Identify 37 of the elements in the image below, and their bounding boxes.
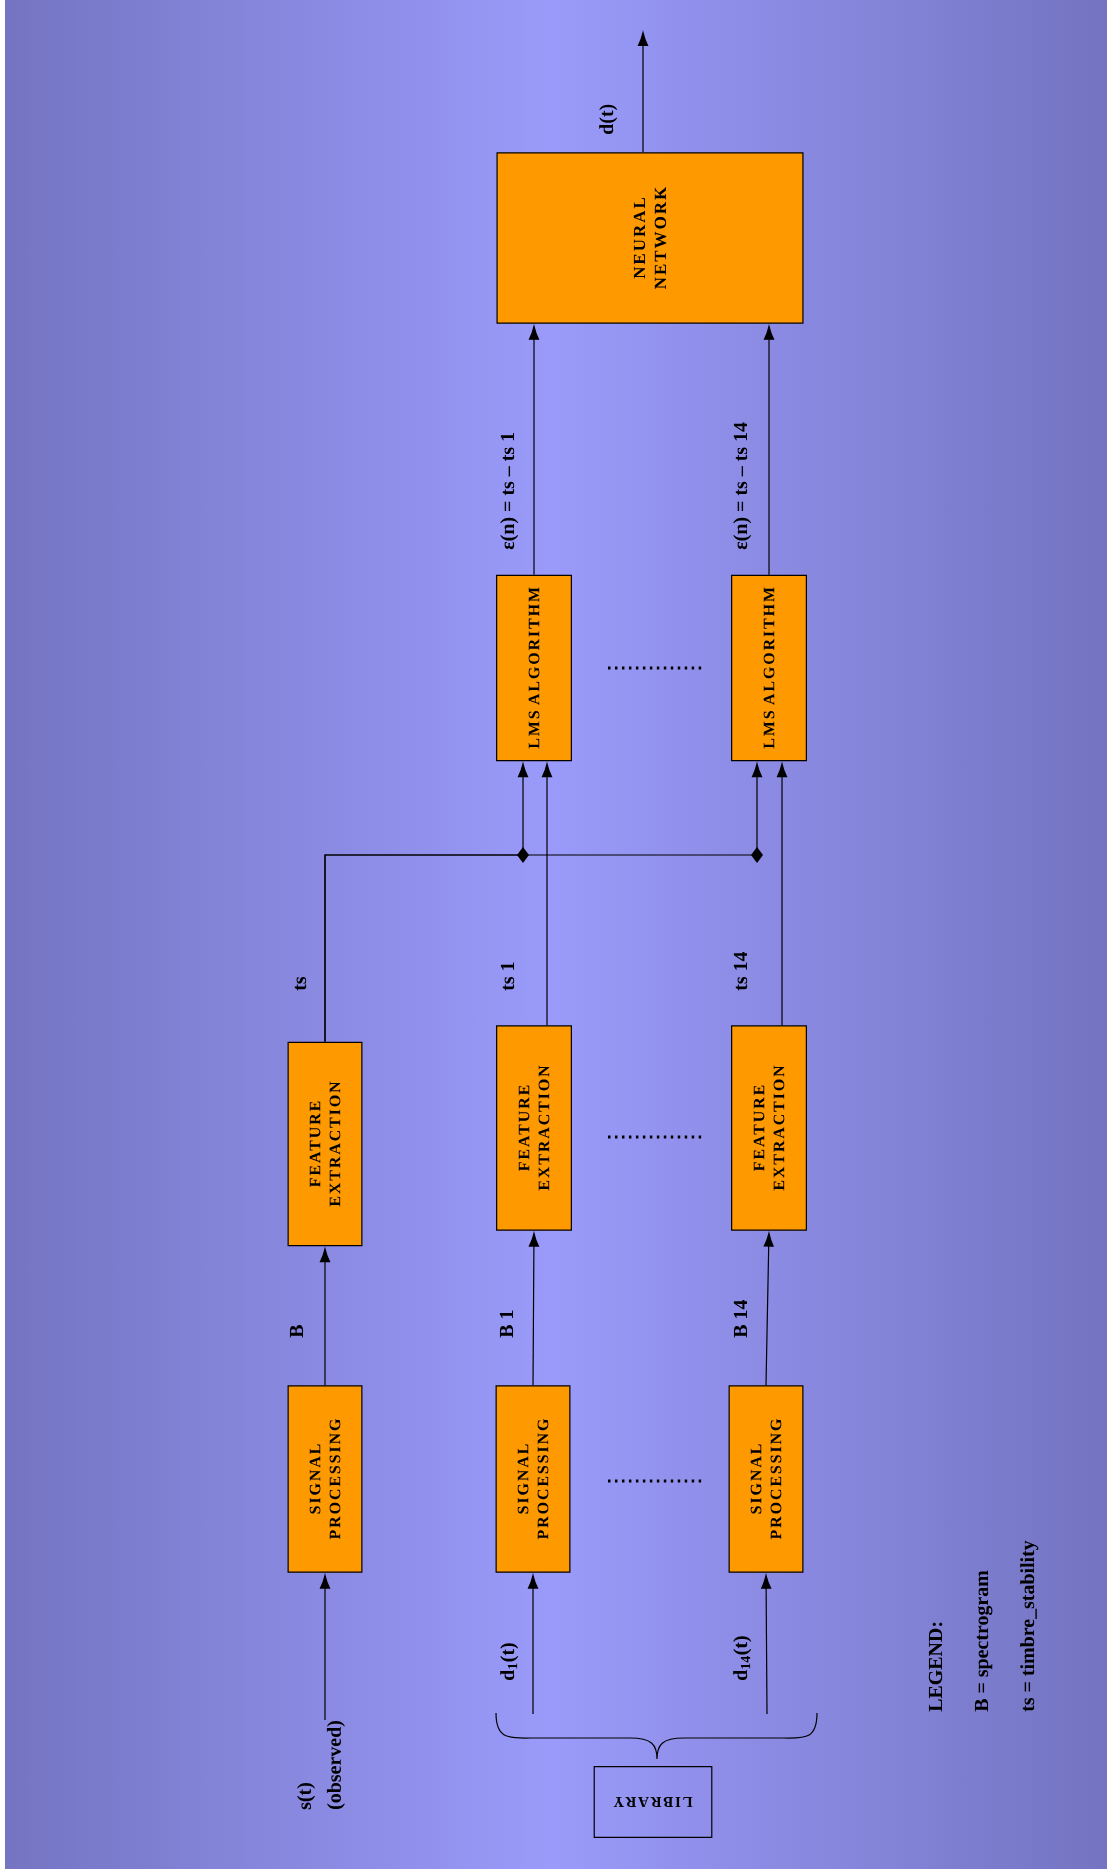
arrow: [319, 1574, 331, 1721]
process-box: LMS ALGORITHM: [731, 574, 807, 762]
edge-label: B 1: [499, 1310, 514, 1338]
arrow: [776, 763, 788, 1026]
edge-label: d(t): [599, 104, 618, 134]
legend-title: LEGEND:: [928, 1622, 943, 1712]
process-box: LMS ALGORITHM: [496, 574, 572, 762]
edge-label: ε(n) = ts – ts 14: [733, 422, 752, 550]
arrow: [761, 1574, 772, 1715]
process-box: SIGNAL PROCESSING: [728, 1385, 804, 1573]
legend-entry: ts = timbre_stability: [1020, 1540, 1039, 1712]
signal-label: s(t) (observed): [297, 1721, 345, 1810]
arrow: [763, 325, 775, 576]
edge-label: ts: [294, 976, 307, 991]
arrow: [528, 325, 540, 576]
edge-label: ts 1: [500, 962, 515, 991]
process-box: FEATURE EXTRACTION: [731, 1025, 807, 1231]
process-box: SIGNAL PROCESSING: [495, 1385, 571, 1573]
arrow: [324, 763, 763, 1043]
edge-label: d$_{14}$(t): [733, 1636, 752, 1680]
edge-label: ε(n) = ts – ts 1: [500, 433, 519, 550]
arrow: [528, 1232, 539, 1386]
process-box: SIGNAL PROCESSING: [287, 1385, 363, 1573]
library-box: LIBRARY: [593, 1766, 713, 1838]
arrow: [527, 1574, 539, 1715]
arrow: [637, 32, 649, 153]
process-box: FEATURE EXTRACTION: [287, 1041, 363, 1247]
edge-label: ts 14: [733, 951, 748, 991]
edge-label: B: [289, 1325, 304, 1338]
process-box: FEATURE EXTRACTION: [496, 1025, 572, 1231]
process-box: NEURAL NETWORK: [496, 152, 804, 324]
arrow: [541, 763, 553, 1026]
edge-label: d$_{1}$(t): [500, 1643, 519, 1680]
edge-label: B 14: [733, 1300, 748, 1338]
arrow: [319, 1248, 331, 1386]
legend-entry: B = spectrogram: [974, 1570, 993, 1712]
arrow: [763, 1232, 774, 1386]
